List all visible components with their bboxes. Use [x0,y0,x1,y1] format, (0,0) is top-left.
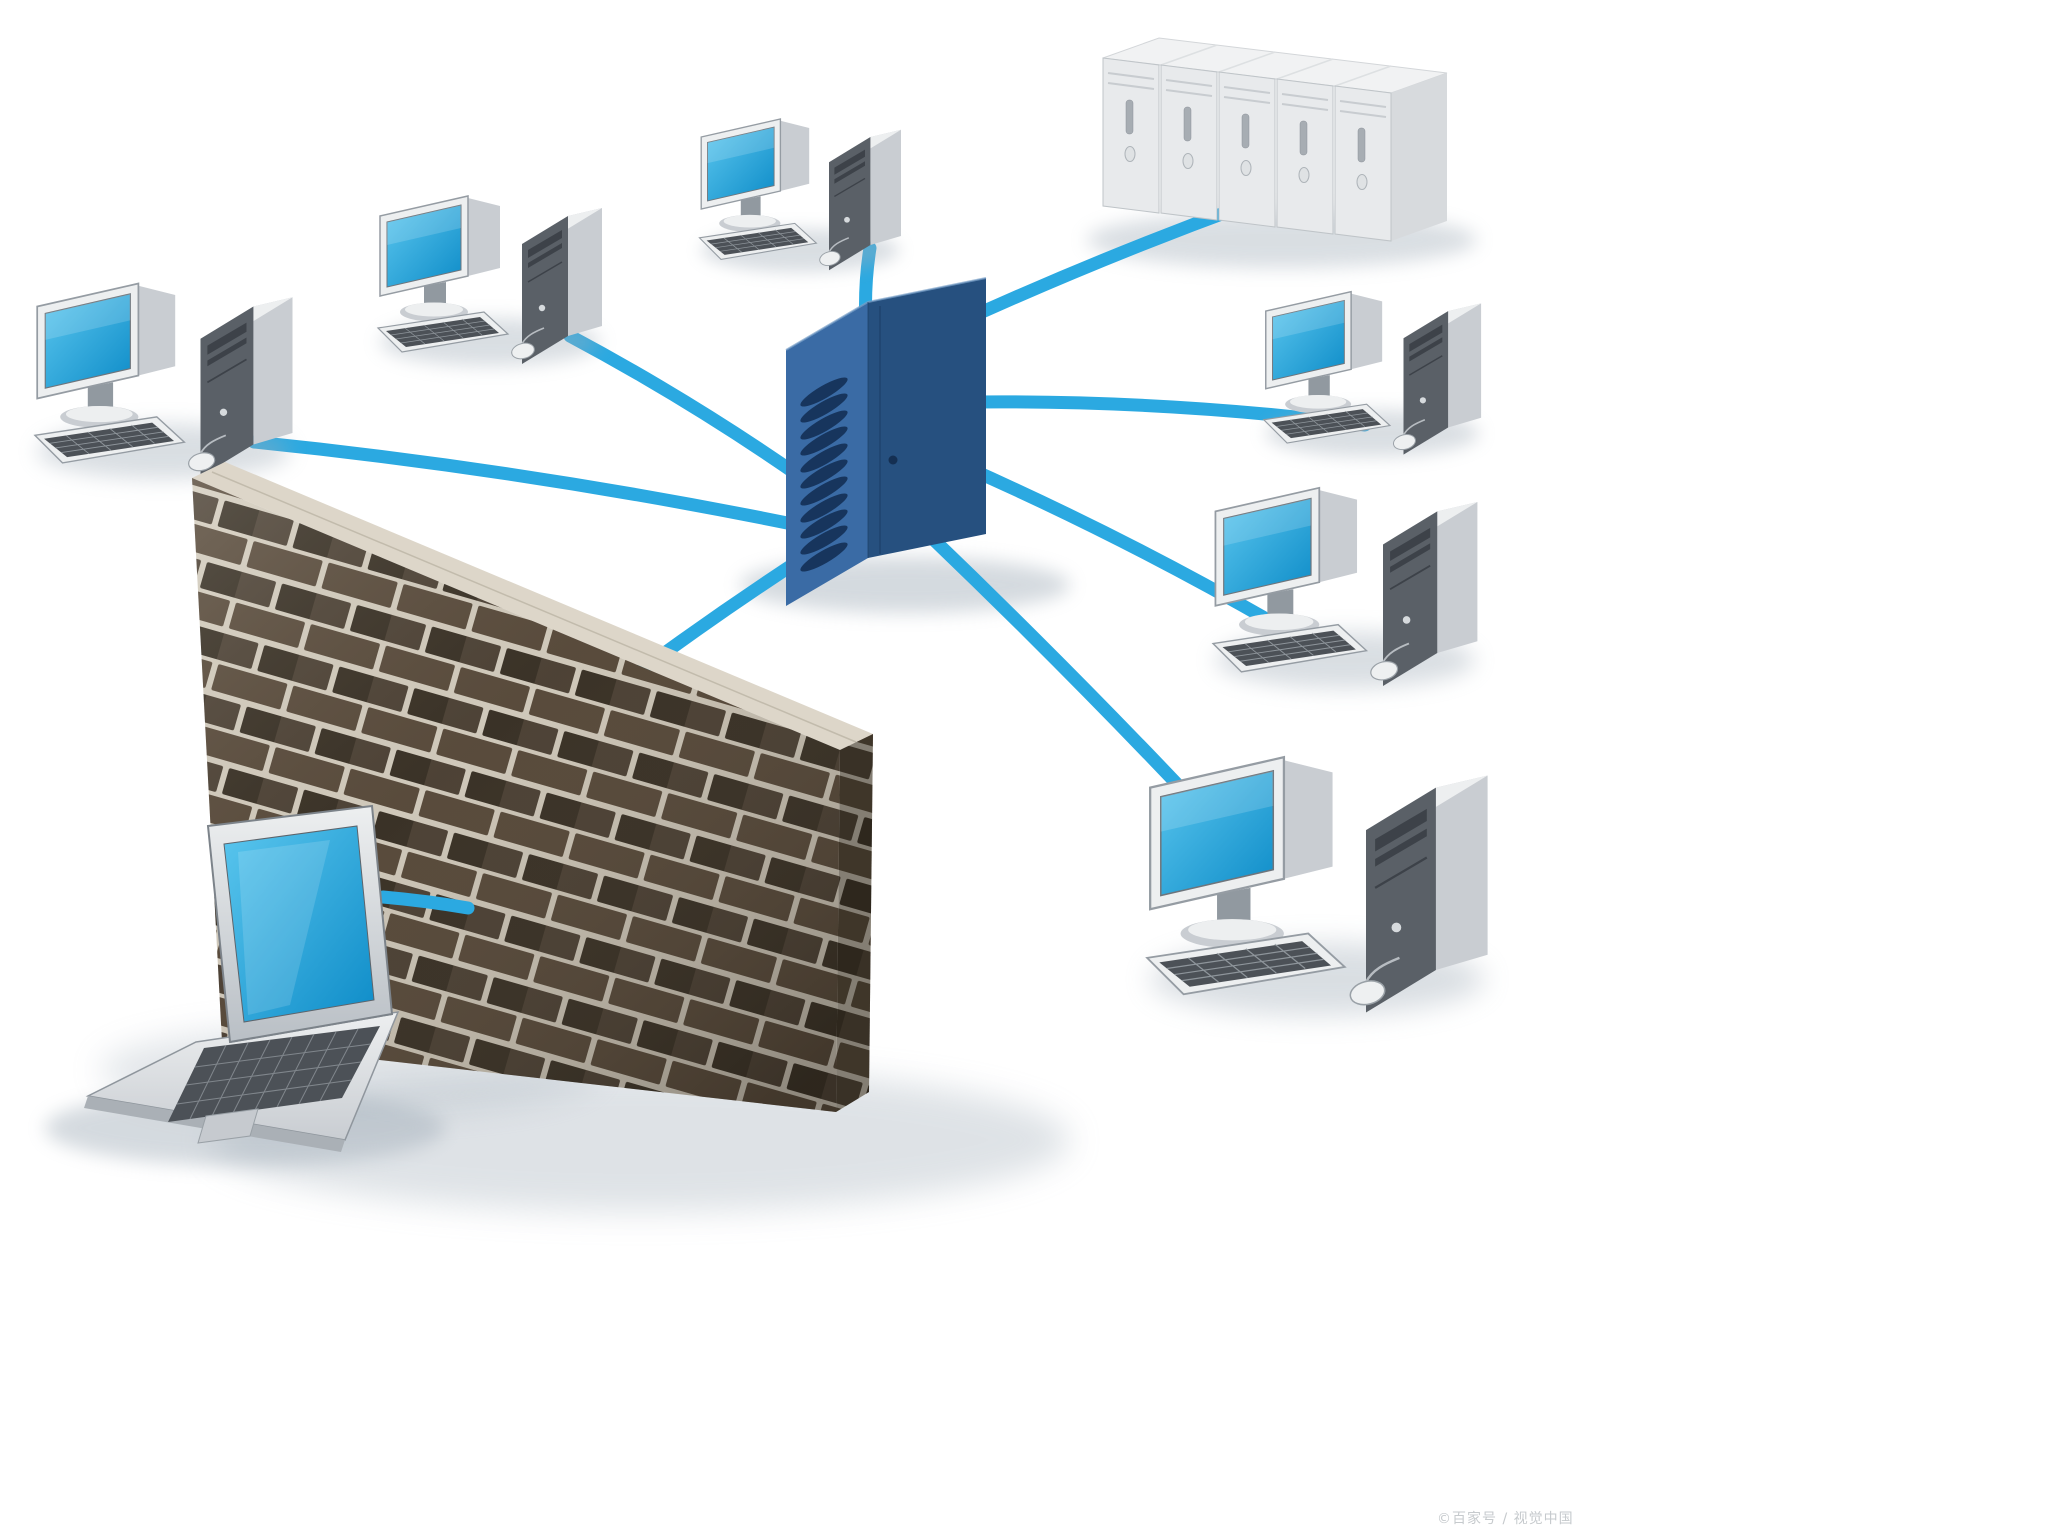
workstation-bottom-right [1147,757,1487,1015]
rack-unit [1334,85,1392,242]
rack-unit [1160,64,1218,221]
cable-to-workstation-right-middle [961,461,1289,635]
server-rack [1102,37,1448,242]
laptop-touchpad [197,1108,259,1144]
watermark: ©百家号 / 视觉中国 [1437,1510,1574,1527]
rack-unit [1276,78,1334,235]
workstation-right-upper [1264,292,1481,457]
rack-unit [1102,57,1160,214]
workstation-top-center [699,119,901,272]
laptop [84,804,400,1152]
cable-to-workstation-far-left [247,435,819,535]
lock-indicator [888,455,898,465]
workstation-mid-left [378,196,602,366]
vent-grill [800,377,848,572]
central-server [785,277,987,606]
workstation-far-left [35,284,293,480]
cable-laptop-to-firewall [376,890,475,915]
rack-unit [1218,71,1276,228]
laptop-screen [223,825,375,1023]
cable-to-workstation-mid-left [563,329,809,485]
workstation-right-middle [1213,488,1477,689]
